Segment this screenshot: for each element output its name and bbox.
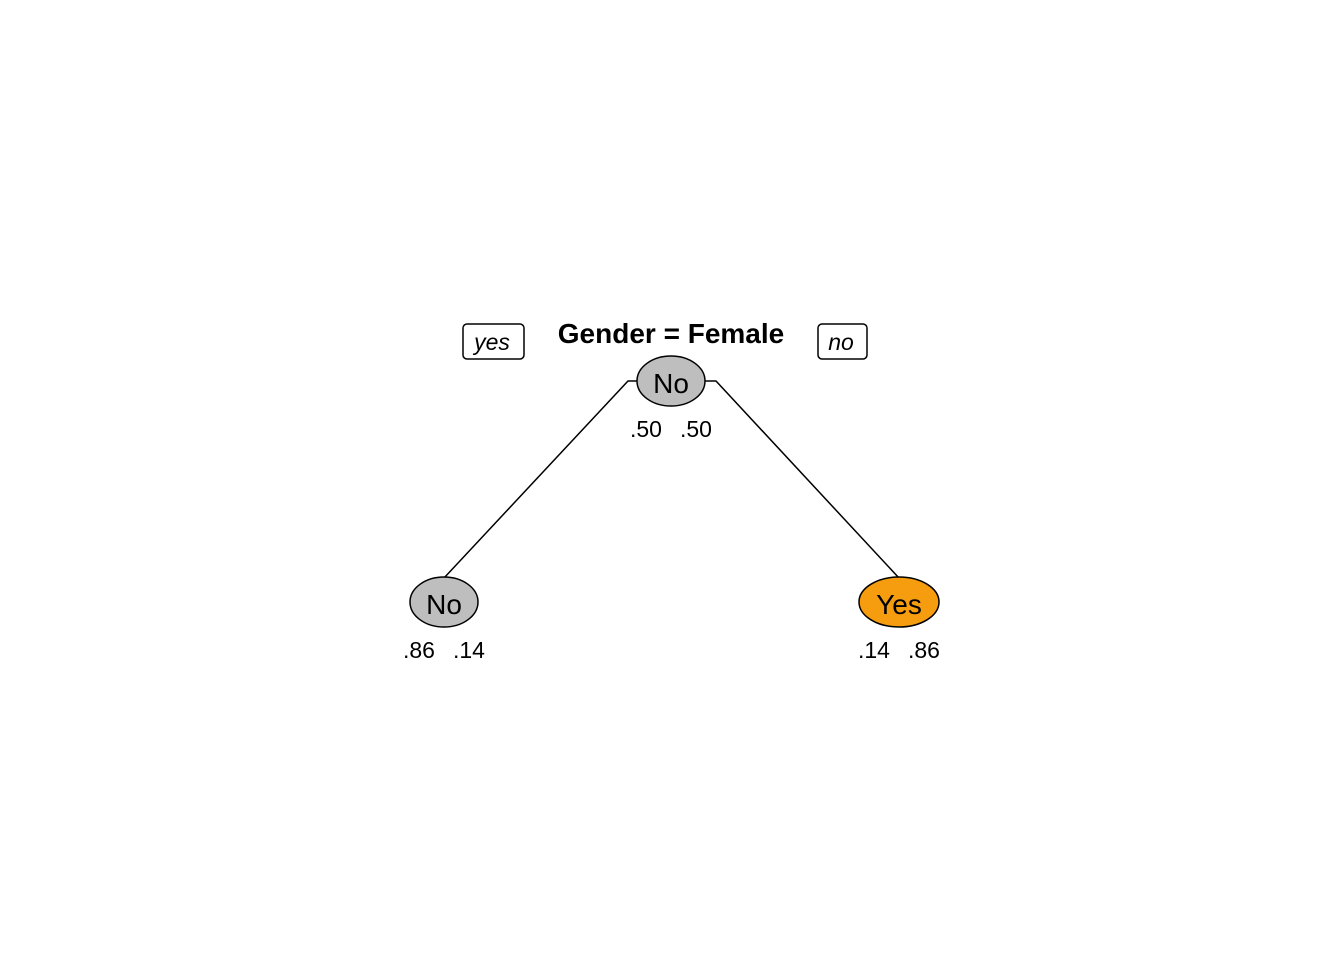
no-branch-label: no: [828, 329, 854, 355]
left-leaf-shape: [409, 576, 479, 628]
right-leaf-class: Yes: [876, 589, 922, 620]
left-leaf-node: No .86 .14: [403, 576, 485, 663]
right-leaf-node: Yes .14 .86: [858, 576, 940, 663]
right-leaf-shape: [858, 576, 940, 628]
yes-branch-label: yes: [472, 329, 510, 355]
edge-root-to-left: [443, 380, 637, 579]
left-leaf-class: No: [426, 589, 462, 620]
root-node-prob-yes: .50: [680, 416, 712, 442]
right-leaf-prob-yes: .86: [908, 637, 940, 663]
left-leaf-prob-yes: .14: [453, 637, 485, 663]
no-branch-box: [817, 323, 868, 360]
root-node-shape: [636, 355, 706, 407]
root-node-prob-no: .50: [630, 416, 662, 442]
right-leaf-prob-no: .14: [858, 637, 890, 663]
root-node-class: No: [653, 368, 689, 399]
left-leaf-prob-no: .86: [403, 637, 435, 663]
edge-root-to-right: [705, 380, 900, 579]
root-node: No .50 .50: [630, 355, 712, 442]
yes-branch-box: [462, 323, 525, 360]
root-split-label: Gender = Female: [558, 318, 784, 349]
